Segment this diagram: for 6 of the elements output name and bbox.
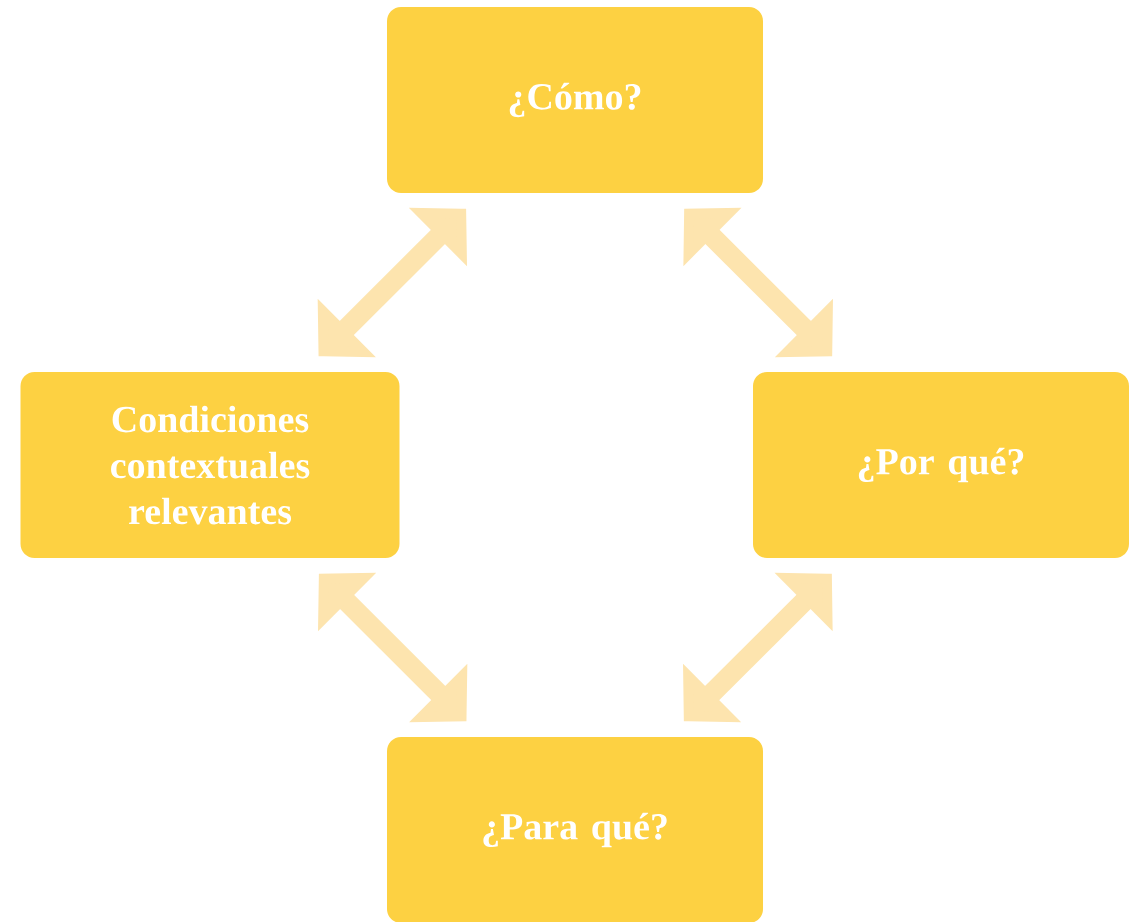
question-box: ¿Por qué? [753, 372, 1129, 558]
double-arrow [683, 572, 833, 723]
question-box: ¿Para qué? [387, 737, 763, 922]
question-box: ¿Cómo? [387, 7, 763, 193]
double-arrow [317, 207, 467, 358]
question-box: Condiciones contextuales relevantes [20, 372, 400, 558]
